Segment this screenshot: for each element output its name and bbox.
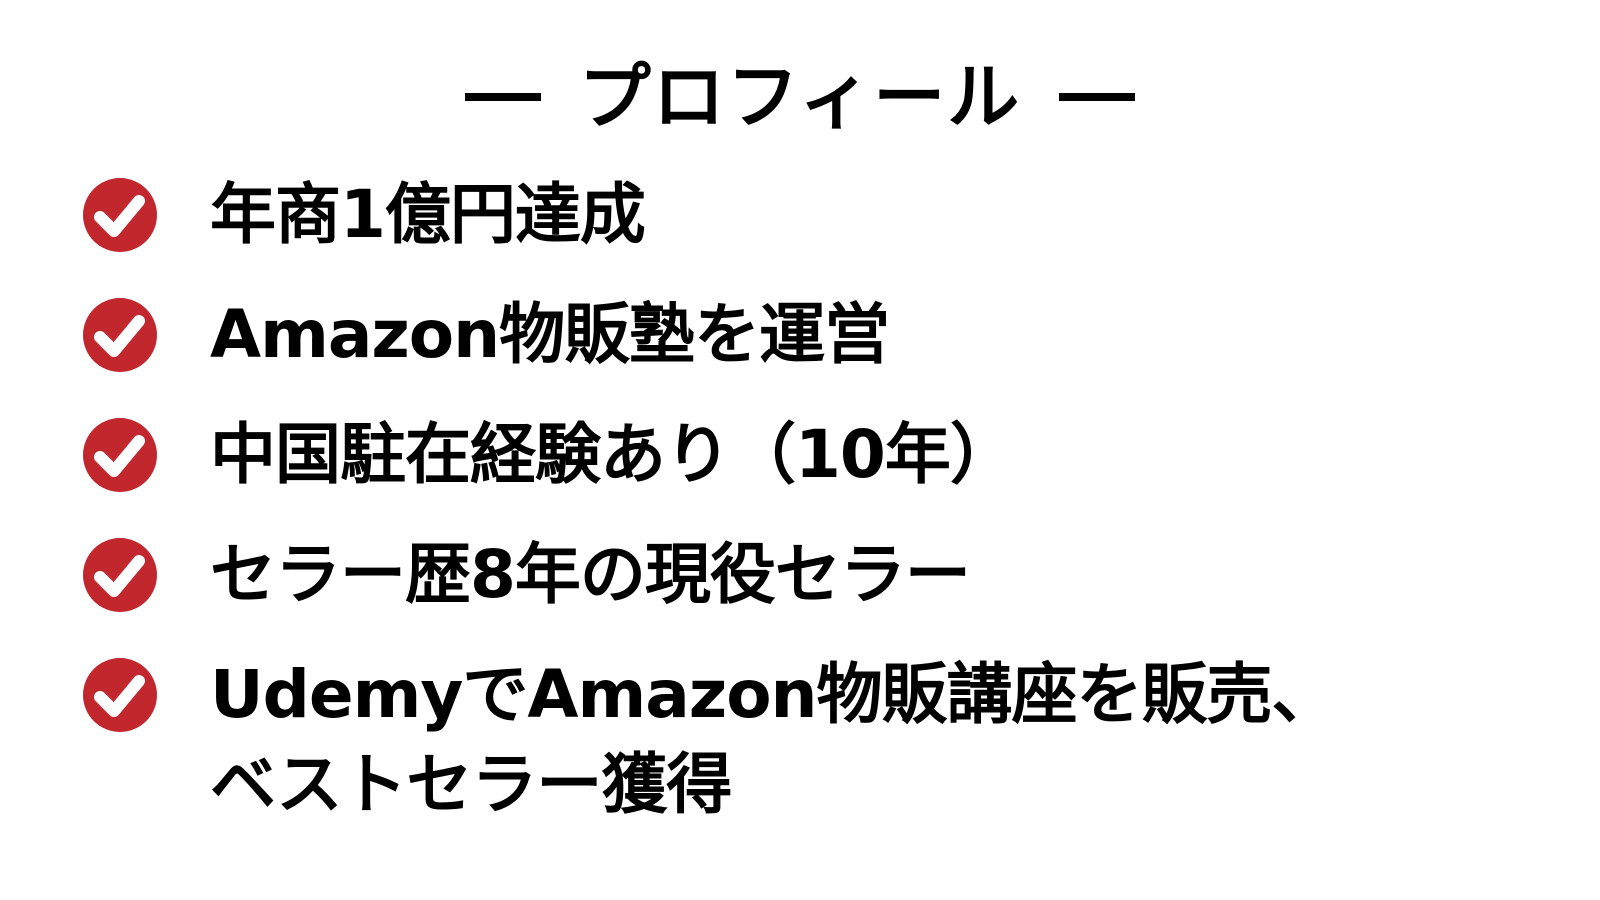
profile-item-line-1: UdemyでAmazon物販講座を販売、	[210, 656, 1338, 733]
title-dash-left	[464, 93, 541, 101]
profile-item: セラー歴8年の現役セラー	[82, 536, 971, 620]
profile-item-label: セラー歴8年の現役セラー	[210, 536, 971, 613]
check-circle-icon	[83, 298, 157, 372]
check-circle-icon	[83, 178, 157, 252]
title-dash-right	[1059, 93, 1136, 101]
profile-item-label: 年商1億円達成	[210, 176, 646, 253]
title-text: プロフィール	[578, 55, 1022, 139]
page-title: プロフィール	[0, 52, 1600, 142]
profile-item: Amazon物販塾を運営	[82, 296, 890, 380]
check-circle-icon	[83, 538, 157, 612]
check-circle-icon	[83, 658, 157, 732]
profile-item: 年商1億円達成	[82, 176, 646, 260]
profile-item-label: Amazon物販塾を運営	[210, 296, 890, 373]
profile-item: 中国駐在経験あり（10年）	[82, 416, 1016, 500]
check-circle-icon	[83, 418, 157, 492]
profile-item: UdemyでAmazon物販講座を販売、 ベストセラー獲得	[82, 656, 1338, 830]
profile-item-label: UdemyでAmazon物販講座を販売、 ベストセラー獲得	[210, 650, 1338, 830]
profile-item-label: 中国駐在経験あり（10年）	[210, 416, 1016, 493]
profile-item-line-2: ベストセラー獲得	[210, 746, 732, 823]
